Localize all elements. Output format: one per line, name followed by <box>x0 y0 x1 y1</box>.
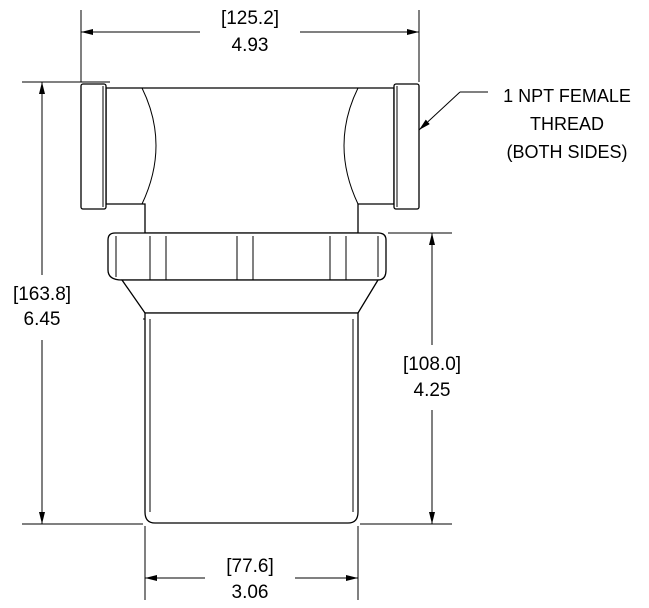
overall-height-mm: [163.8] <box>13 284 71 305</box>
overall-height-in: 6.45 <box>24 309 61 330</box>
bowl-height-mm: [108.0] <box>403 354 461 375</box>
thread-note-line3: (BOTH SIDES) <box>506 142 627 162</box>
dimension-bowl-width: [77.6] 3.06 <box>144 526 359 603</box>
filter-housing <box>80 83 420 524</box>
overall-width-mm: [125.2] <box>221 8 279 29</box>
dimension-bowl-height: [108.0] 4.25 <box>360 232 461 525</box>
filter-bowl <box>144 312 359 524</box>
thread-note-line2: THREAD <box>530 114 604 134</box>
left-port-flange <box>80 83 107 210</box>
thread-callout: 1 NPT FEMALE THREAD (BOTH SIDES) <box>418 86 631 162</box>
dimension-overall-height: [163.8] 6.45 <box>13 81 143 525</box>
bowl-width-mm: [77.6] <box>226 556 274 577</box>
dimension-overall-width: [125.2] 4.93 <box>80 8 420 82</box>
bowl-width-in: 3.06 <box>232 582 269 603</box>
bowl-height-in: 4.25 <box>414 380 451 401</box>
overall-width-in: 4.93 <box>232 35 269 56</box>
right-port-flange <box>393 83 420 210</box>
thread-note-line1: 1 NPT FEMALE <box>503 86 631 106</box>
collar-ring <box>107 232 387 281</box>
